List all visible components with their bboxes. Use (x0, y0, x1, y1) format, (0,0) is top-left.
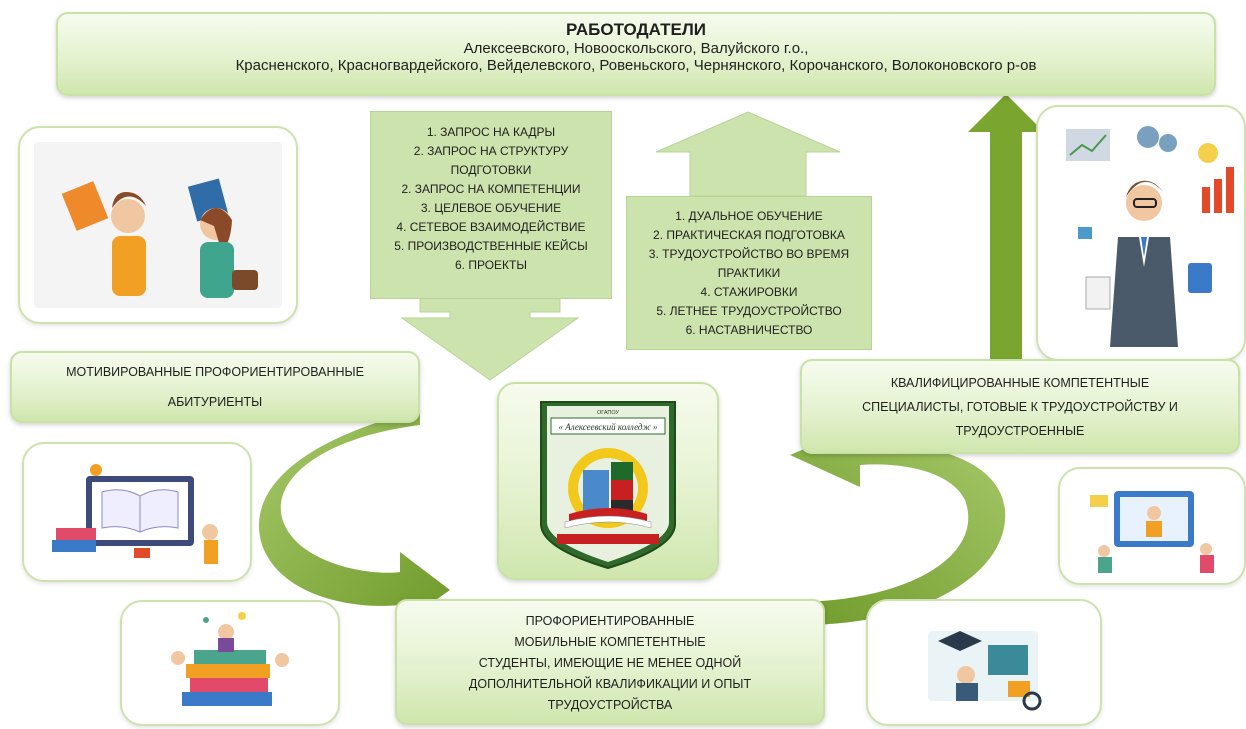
multitasking-specialist-icon (1066, 126, 1234, 347)
request-item: 6. ПРОЕКТЫ (455, 258, 527, 272)
teacher-screen-icon (1090, 491, 1214, 573)
request-item: 3. ЦЕЛЕВОЕ ОБУЧЕНИЕ (420, 201, 562, 215)
request-item: 2. ЗАПРОС НА КОМПЕТЕНЦИИ (401, 182, 581, 196)
education-collage-icon (928, 631, 1042, 711)
request-item: 4. СЕТЕВОЕ ВЗАИМОДЕЙСТВИЕ (396, 220, 586, 234)
applicants-line1: МОТИВИРОВАННЫЕ ПРОФОРИЕНТИРОВАННЫЕ (66, 365, 364, 379)
specialists-line2: СПЕЦИАЛИСТЫ, ГОТОВЫЕ К ТРУДОУСТРОЙСТВУ И (862, 400, 1178, 414)
practice-item: 3. ТРУДОУСТРОЙСТВО ВО ВРЕМЯ (648, 247, 850, 261)
right-curved-arrow (790, 425, 1006, 625)
up-arrow-specialists (968, 94, 1044, 359)
students-line4: ДОПОЛНИТЕЛЬНОЙ КВАЛИФИКАЦИИ И ОПЫТ (468, 677, 752, 691)
graduation-learning-illustration (866, 599, 1102, 726)
specialists-box: КВАЛИФИЦИРОВАННЫЕ КОМПЕТЕНТНЫЕ СПЕЦИАЛИС… (800, 359, 1240, 454)
students-with-books-illustration (18, 126, 298, 324)
specialists-line3: ТРУДОУСТРОЕННЫЕ (955, 424, 1085, 438)
students-line3: СТУДЕНТЫ, ИМЕЮЩИЕ НЕ МЕНЕЕ ОДНОЙ (478, 656, 742, 670)
online-book-icon (52, 464, 218, 564)
college-emblem: « Алексеевский колледж » ОГАПОУ (540, 401, 676, 570)
college-logo-box: « Алексеевский колледж » ОГАПОУ (497, 382, 719, 580)
students-line5: ТРУДОУСТРОЙСТВА (547, 698, 673, 712)
students-box: ПРОФОРИЕНТИРОВАННЫЕ МОБИЛЬНЫЕ КОМПЕТЕНТН… (395, 599, 825, 725)
down-arrow-requests (400, 296, 580, 381)
employers-districts-line1: Алексеевского, Новооскольского, Валуйско… (463, 40, 809, 57)
employers-title: РАБОТОДАТЕЛИ (566, 20, 706, 39)
students-with-books-icon (34, 142, 282, 308)
practice-item: 5. ЛЕТНЕЕ ТРУДОУСТРОЙСТВО (656, 304, 842, 318)
practice-item: 6. НАСТАВНИЧЕСТВО (685, 323, 813, 337)
request-item: 5. ПРОИЗВОДСТВЕННЫЕ КЕЙСЫ (394, 239, 588, 253)
request-item: ПОДГОТОВКИ (450, 163, 532, 177)
practice-item: 4. СТАЖИРОВКИ (700, 285, 798, 299)
employers-box: РАБОТОДАТЕЛИ Алексеевского, Новооскольск… (56, 12, 1216, 96)
applicants-line2: АБИТУРИЕНТЫ (167, 395, 263, 409)
practice-item: 1. ДУАЛЬНОЕ ОБУЧЕНИЕ (675, 209, 823, 223)
stacked-books-illustration (120, 600, 340, 726)
practice-item: 2. ПРАКТИЧЕСКАЯ ПОДГОТОВКА (653, 228, 845, 242)
business-man-illustration (1036, 105, 1246, 361)
employers-districts-line2: Красненского, Красногвардейского, Вейдел… (235, 57, 1037, 74)
distance-learning-illustration (1058, 467, 1246, 585)
applicants-box: МОТИВИРОВАННЫЕ ПРОФОРИЕНТИРОВАННЫЕ АБИТУ… (10, 351, 420, 423)
students-line2: МОБИЛЬНЫЕ КОМПЕТЕНТНЫЕ (514, 635, 706, 649)
request-item: 2. ЗАПРОС НА СТРУКТУРУ (413, 144, 569, 158)
books-stack-icon (171, 612, 289, 706)
specialists-line1: КВАЛИФИЦИРОВАННЫЕ КОМПЕТЕНТНЫЕ (890, 376, 1150, 390)
practice-item: ПРАКТИКИ (717, 266, 781, 280)
practice-box: 1. ДУАЛЬНОЕ ОБУЧЕНИЕ 2. ПРАКТИЧЕСКАЯ ПОД… (626, 196, 872, 350)
online-learning-illustration (22, 442, 252, 582)
request-item: 1. ЗАПРОС НА КАДРЫ (426, 125, 556, 139)
logo-college-name: « Алексеевский колледж » (558, 422, 658, 432)
up-arrow-practice (655, 111, 841, 197)
logo-top-label: ОГАПОУ (597, 410, 620, 416)
left-curved-arrow (258, 410, 450, 625)
students-line1: ПРОФОРИЕНТИРОВАННЫЕ (525, 614, 695, 628)
requests-box: 1. ЗАПРОС НА КАДРЫ 2. ЗАПРОС НА СТРУКТУР… (370, 111, 612, 299)
